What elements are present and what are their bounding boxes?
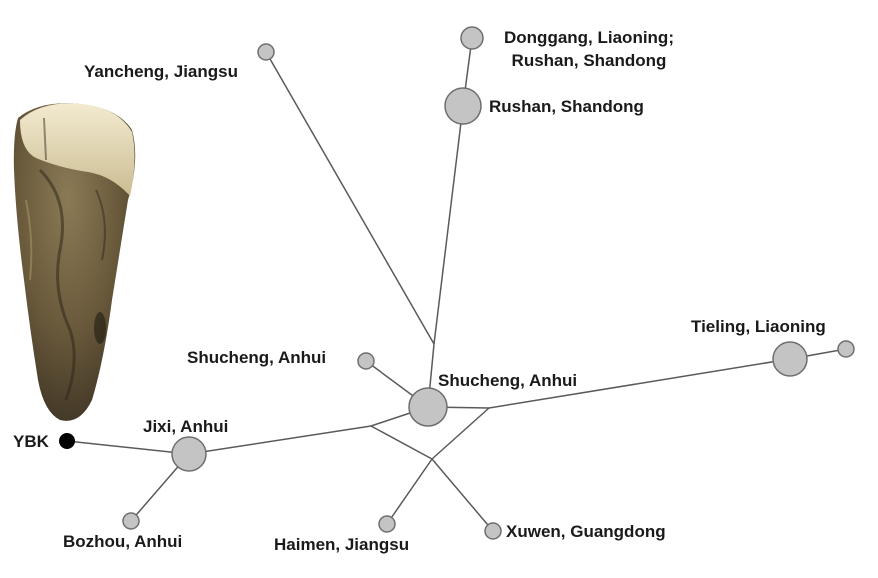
node-tieling [772, 341, 808, 377]
edge-east-mid [431, 407, 490, 460]
edge-ybk-jixi [66, 440, 190, 455]
label-haimen: Haimen, Jiangsu [274, 535, 410, 554]
label-donggang-line2: Rushan, Shandong [511, 51, 667, 70]
label-xuwen: Xuwen, Guangdong [506, 522, 666, 541]
label-tieling: Tieling, Liaoning [691, 317, 826, 336]
label-rushan: Rushan, Shandong [489, 97, 644, 116]
edge-haimen [386, 458, 433, 525]
edge-tieling [488, 358, 791, 409]
label-ybk: YBK [13, 432, 49, 451]
label-shucheng-small: Shucheng, Anhui [187, 348, 327, 367]
node-bozhou [122, 512, 140, 530]
edge-rushan [433, 105, 464, 345]
node-donggang [460, 26, 484, 50]
node-shucheng-small [357, 352, 375, 370]
label-bozhou: Bozhou, Anhui [63, 532, 183, 551]
node-jixi [171, 436, 207, 472]
node-tieling-leaf [837, 340, 855, 358]
edge-west-mid [370, 425, 433, 460]
node-rushan [444, 87, 482, 125]
node-yancheng [257, 43, 275, 61]
node-xuwen [484, 522, 502, 540]
label-yancheng: Yancheng, Jiangsu [84, 62, 238, 81]
edge-xuwen [431, 458, 494, 532]
edge-yancheng [265, 51, 435, 345]
label-jixi: Jixi, Anhui [143, 417, 229, 436]
node-ybk [59, 433, 75, 449]
network-nodes [122, 26, 855, 540]
label-donggang-line1: Donggang, Liaoning; [504, 28, 674, 47]
edge-jixi-hub [188, 425, 372, 455]
label-shucheng-hub: Shucheng, Anhui [438, 371, 578, 390]
node-haimen [378, 515, 396, 533]
tooth-specimen-image [13, 103, 136, 421]
node-shucheng-hub [408, 387, 448, 427]
